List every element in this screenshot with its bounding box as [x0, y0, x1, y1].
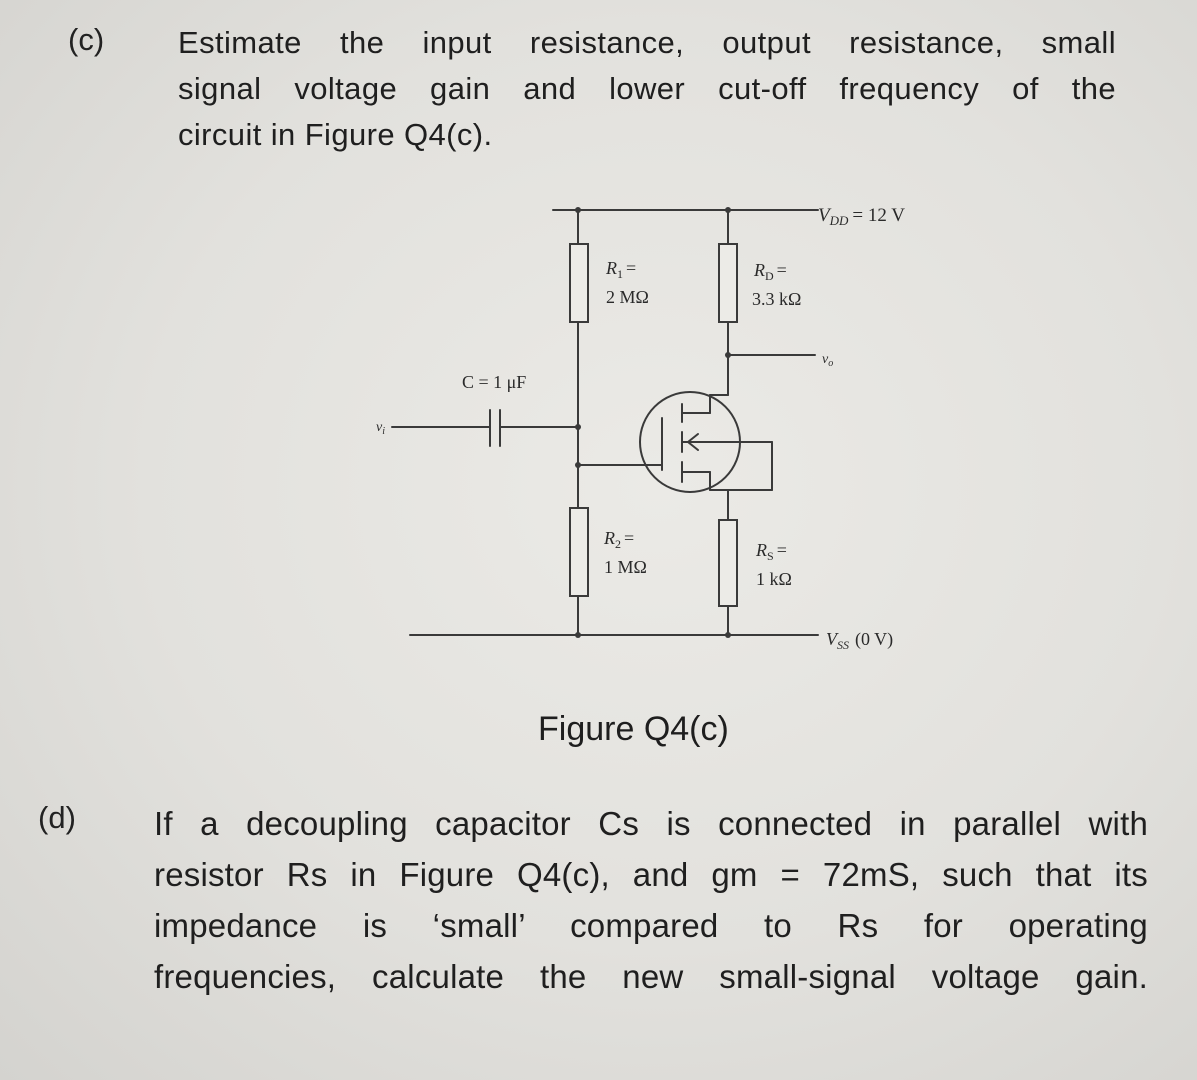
figure-caption: Figure Q4(c) [538, 710, 729, 748]
question-d-line-2: resistor Rs in Figure Q4(c), and gm = 72… [154, 856, 1148, 893]
question-c-text: Estimate the input resistance, output re… [178, 20, 1116, 158]
r2-value: 1 MΩ [604, 557, 647, 577]
r1-label: R1= [605, 258, 636, 281]
rd-label: RD= [753, 260, 787, 283]
circuit-diagram: VDD= 12 V VSS(0 V) R1= 2 MΩ RD= 3.3 kΩ R… [376, 205, 905, 652]
r1-resistor [569, 243, 589, 323]
question-d-text: If a decoupling capacitor Cs is connecte… [154, 798, 1148, 1002]
capacitor-label: C = 1 μF [462, 372, 526, 392]
vi-label: vi [376, 420, 385, 437]
question-d-line-1: If a decoupling capacitor Cs is connecte… [154, 805, 1148, 842]
r2-resistor [569, 507, 589, 597]
question-c-line-3: circuit in Figure Q4(c). [178, 117, 493, 152]
question-c-label: (c) [68, 22, 105, 57]
r2-label: R2= [603, 528, 634, 551]
question-d-label: (d) [38, 800, 76, 835]
rs-value: 1 kΩ [756, 569, 792, 589]
rd-value: 3.3 kΩ [752, 289, 801, 309]
question-c-line-1: Estimate the input resistance, output re… [178, 25, 1116, 60]
question-d-line-4: frequencies, calculate the new small-sig… [154, 958, 1148, 995]
rs-resistor [718, 519, 738, 607]
r1-value: 2 MΩ [606, 287, 649, 307]
vo-label: vo [822, 352, 833, 369]
rs-label: RS= [755, 540, 787, 563]
question-c-line-2: signal voltage gain and lower cut-off fr… [178, 71, 1116, 106]
rd-resistor [718, 243, 738, 323]
vdd-label: VDD= 12 V [818, 205, 905, 228]
vss-label: VSS(0 V) [826, 629, 893, 652]
question-d-line-3: impedance is ‘small’ compared to Rs for … [154, 907, 1148, 944]
